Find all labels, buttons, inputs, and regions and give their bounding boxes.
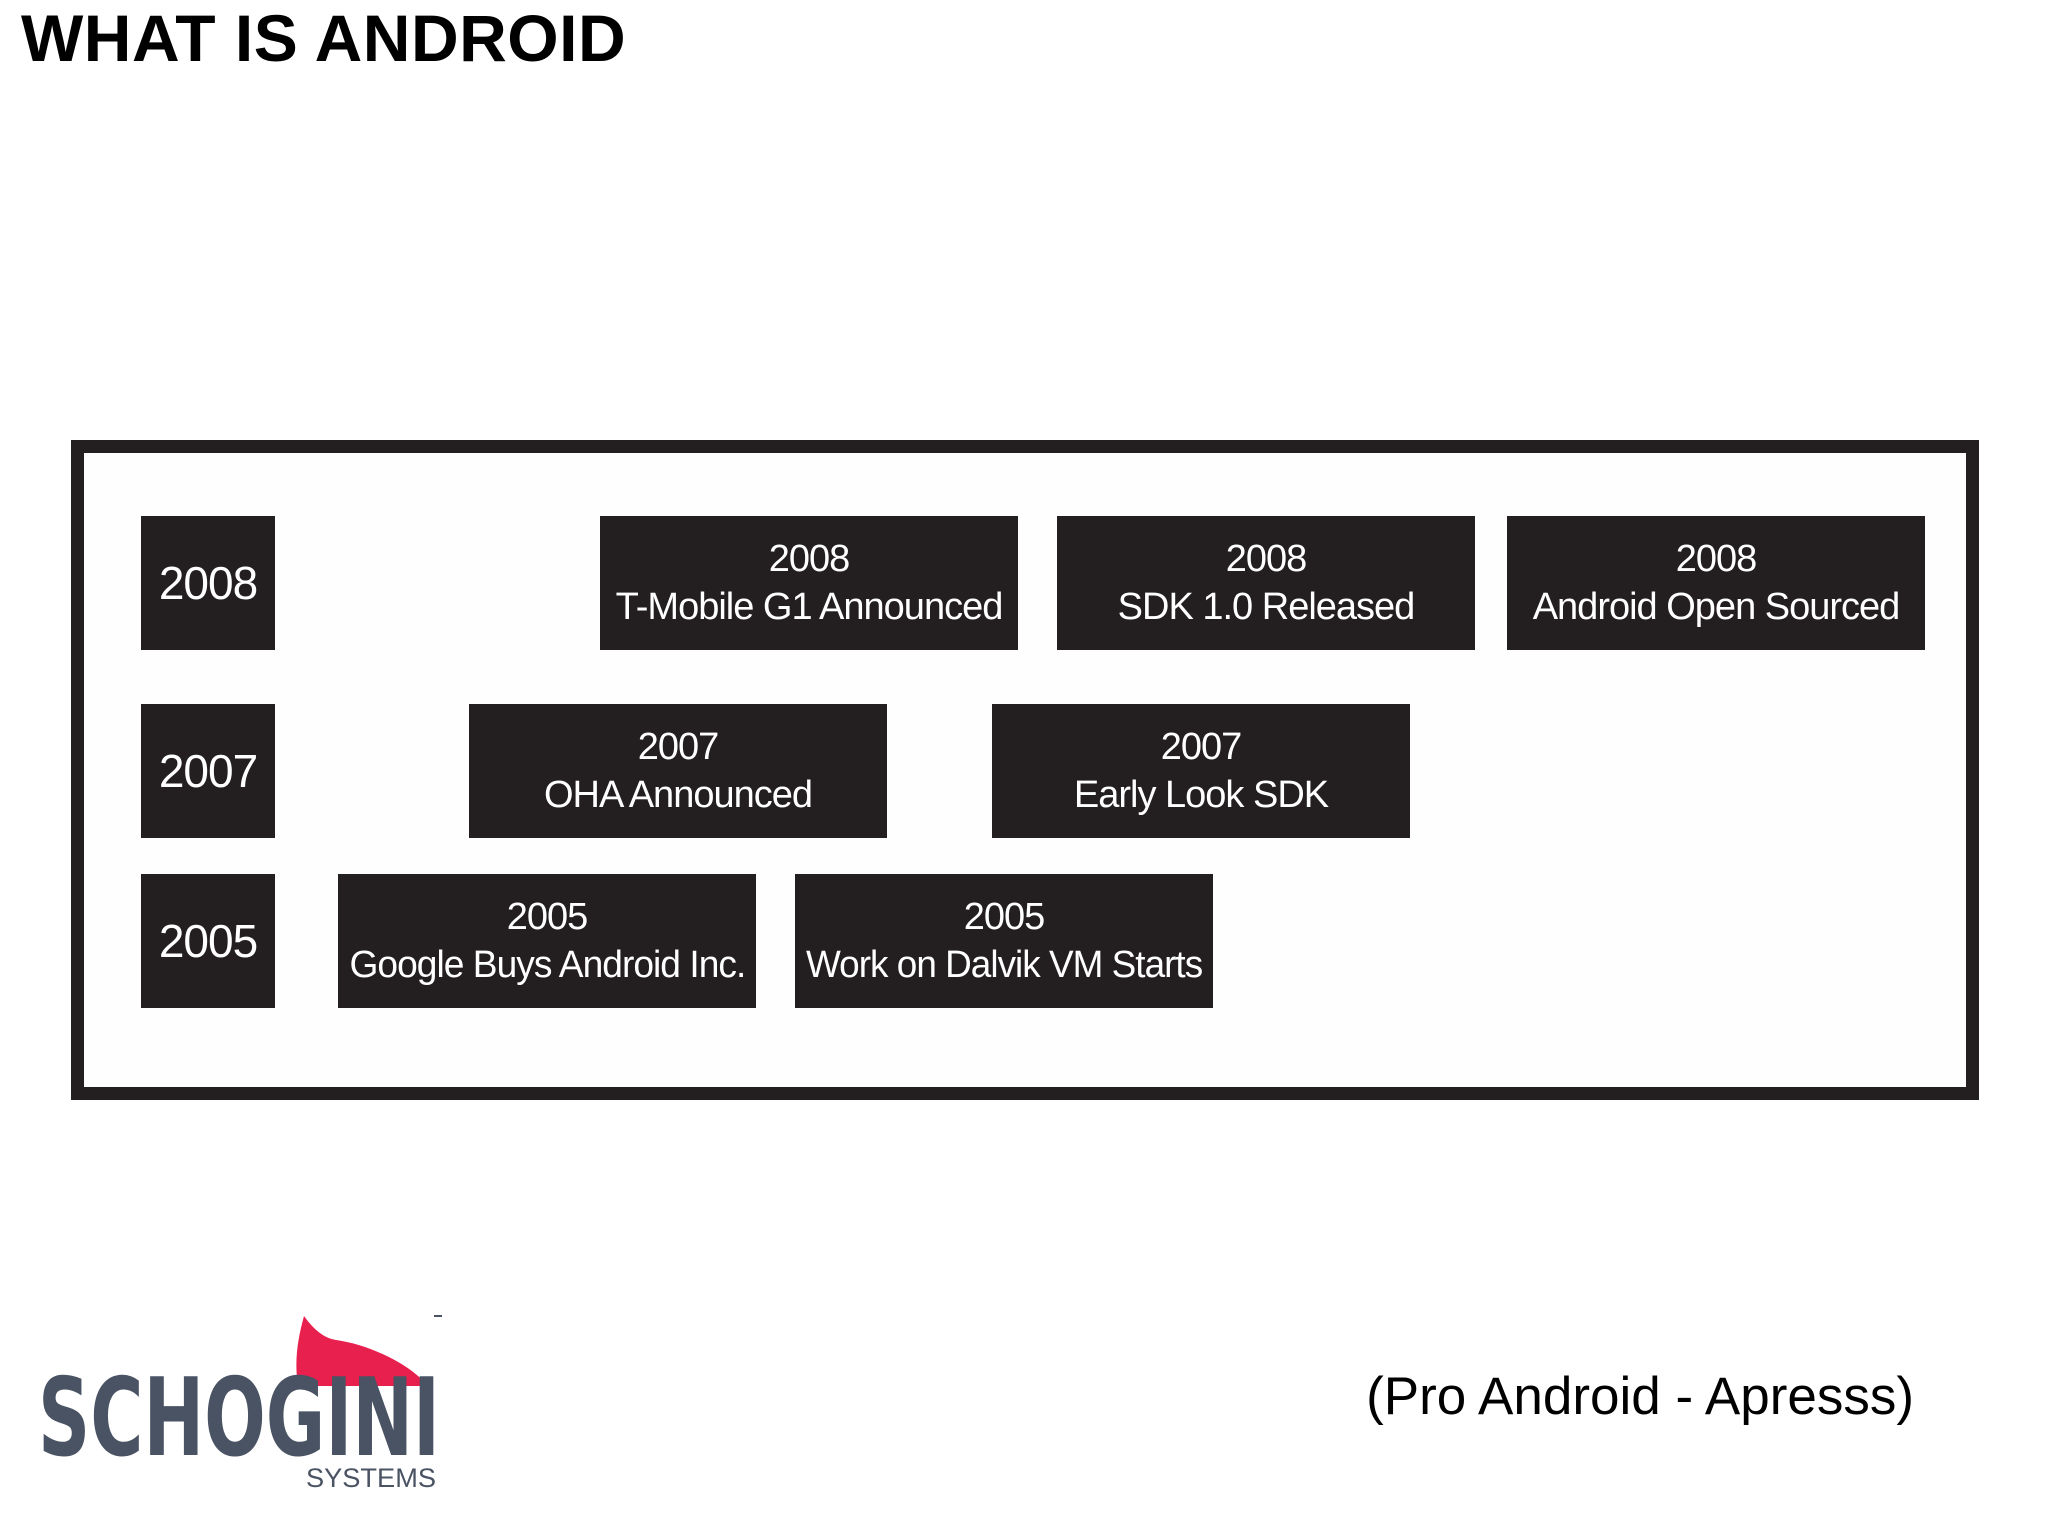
event-text: Google Buys Android Inc. [349,944,746,986]
event-android-open-sourced: 2008 Android Open Sourced [1507,516,1925,650]
event-text: SDK 1.0 Released [1117,586,1416,628]
event-year: 2008 [1675,538,1758,580]
schogini-logo: SCHOGINI SYSTEMS [38,1315,442,1490]
event-year: 2005 [963,896,1046,938]
event-oha-announced: 2007 OHA Announced [469,704,887,838]
event-text: OHA Announced [544,774,813,816]
source-caption: (Pro Android - Apresss) [1366,1367,1914,1426]
year-label-2005: 2005 [141,874,275,1008]
event-text: Work on Dalvik VM Starts [805,944,1203,986]
event-dalvik-vm-starts: 2005 Work on Dalvik VM Starts [795,874,1213,1008]
event-year: 2005 [506,896,589,938]
logo-tagline: SYSTEMS [306,1463,436,1490]
slide-title: WHAT IS ANDROID [21,1,627,75]
event-text: T-Mobile G1 Announced [615,586,1004,628]
event-sdk-released: 2008 SDK 1.0 Released [1057,516,1475,650]
year-label-2007: 2007 [141,704,275,838]
logo-wordmark: SCHOGINI [38,1356,440,1481]
event-text: Early Look SDK [1073,774,1329,816]
event-year: 2008 [768,538,851,580]
event-google-buys-android: 2005 Google Buys Android Inc. [338,874,756,1008]
event-tmobile-g1-announced: 2008 T-Mobile G1 Announced [600,516,1018,650]
shark-fin-icon [296,1316,428,1386]
event-text: Android Open Sourced [1532,586,1901,628]
event-year: 2007 [637,726,720,768]
year-label-2008: 2008 [141,516,275,650]
event-year: 2008 [1225,538,1308,580]
event-year: 2007 [1160,726,1243,768]
event-early-look-sdk: 2007 Early Look SDK [992,704,1410,838]
